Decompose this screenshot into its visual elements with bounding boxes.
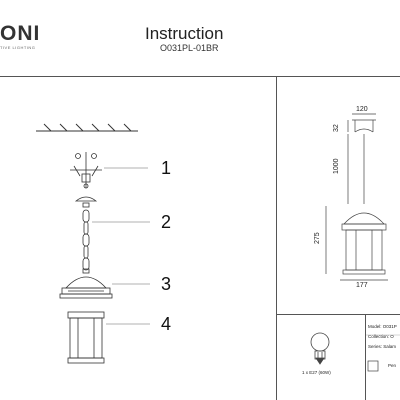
dimension-drawing [325, 113, 388, 281]
dim-canopy-height: 32 [333, 124, 340, 132]
lamp-roof-icon [59, 268, 113, 299]
frame-lines [0, 76, 400, 400]
dim-chain-length: 1000 [333, 158, 340, 174]
part-number-4: 4 [161, 314, 172, 334]
part-number-1: 1 [161, 158, 172, 178]
dim-top-width: 120 [356, 106, 368, 113]
brand-logo: ONI [0, 22, 41, 45]
chain-icon [74, 196, 98, 271]
product-code: O031PL-01BR [160, 43, 219, 53]
bulb-spec: 1 x E27 (60W) [302, 370, 331, 375]
dim-shade-height: 275 [314, 232, 321, 244]
lightbulb-icon [310, 332, 330, 365]
brand-tagline: TIVE LIGHTING [0, 45, 36, 50]
spec-collection: Collection: O [368, 334, 394, 339]
instruction-drawing [0, 76, 400, 400]
mounting-bracket-icon [70, 152, 102, 189]
spec-pendant: Pen [388, 363, 397, 368]
pendant-type-icon [367, 360, 379, 372]
ceiling-icon [36, 123, 138, 132]
spec-model: Model: O031P [368, 324, 397, 329]
dim-shade-width: 177 [356, 282, 368, 289]
spec-series: Series: Salam [368, 344, 397, 349]
lamp-cage-icon [67, 311, 105, 364]
page-title: Instruction [145, 24, 224, 43]
part-number-2: 2 [161, 212, 172, 232]
part-number-3: 3 [161, 274, 172, 294]
